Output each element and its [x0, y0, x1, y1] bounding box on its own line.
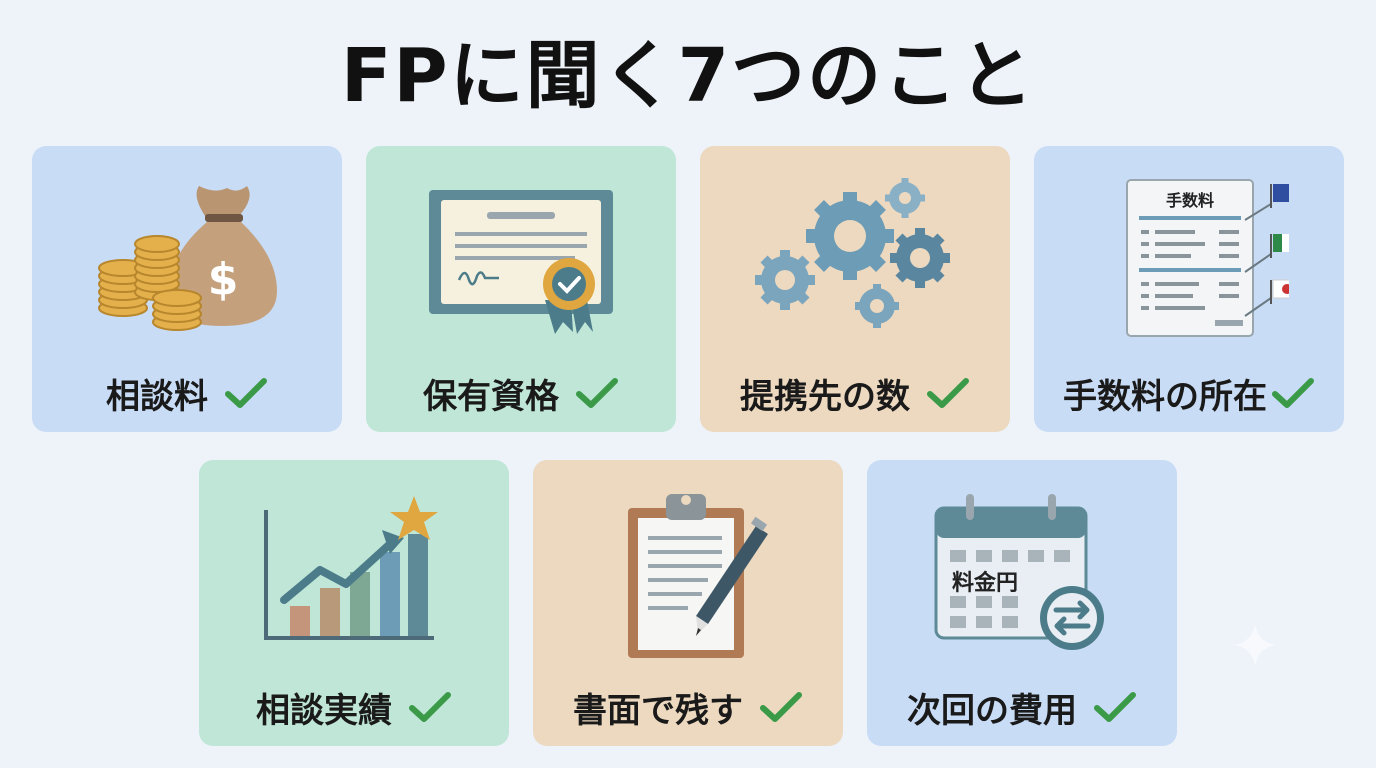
mexico-flag-icon [1273, 234, 1289, 252]
card-track-record: 相談実績 [199, 460, 509, 746]
document-title: 手数料 [1166, 191, 1214, 210]
eu-flag-icon [1273, 184, 1289, 202]
fee-document-icon: 手数料 [1126, 179, 1289, 337]
calendar-text: 料金円 [952, 570, 1018, 596]
card-label: 書面で残す [533, 682, 843, 732]
check-icon [576, 378, 618, 408]
japan-flag-icon [1272, 279, 1289, 299]
money-bag-icon: $ [98, 186, 277, 331]
check-icon [927, 378, 969, 408]
card-label: 保有資格 [366, 368, 676, 418]
clipboard-pen-icon [628, 494, 768, 658]
card-in-writing: 書面で残す [533, 460, 843, 746]
check-icon [1272, 378, 1314, 408]
pen-icon [696, 516, 768, 636]
card-label: 提携先の数 [700, 368, 1010, 418]
card-next-cost: 料金円 次回の費用 [867, 460, 1177, 746]
svg-text:$: $ [208, 254, 239, 305]
page-title: FPに聞く7つのこと [340, 33, 1036, 119]
card-partners: 提携先の数 [700, 146, 1010, 432]
check-icon [760, 692, 802, 722]
card-consultation-fee: $ 相談料 [32, 146, 342, 432]
growth-chart-icon [264, 496, 438, 640]
sparkle-icon [1234, 624, 1276, 666]
card-label: 相談料 [32, 368, 342, 418]
check-icon [1094, 692, 1136, 722]
card-qualifications: 保有資格 [366, 146, 676, 432]
card-label: 相談実績 [199, 682, 509, 732]
check-icon [225, 378, 267, 408]
card-label: 次回の費用 [867, 682, 1177, 732]
certificate-icon [429, 190, 613, 334]
check-icon [409, 692, 451, 722]
calendar-exchange-icon: 料金円 [934, 494, 1104, 650]
card-fee-location: 手数料 手数料の所在 [1034, 146, 1344, 432]
gears-icon [755, 178, 950, 328]
card-label: 手数料の所在 [1034, 368, 1344, 418]
